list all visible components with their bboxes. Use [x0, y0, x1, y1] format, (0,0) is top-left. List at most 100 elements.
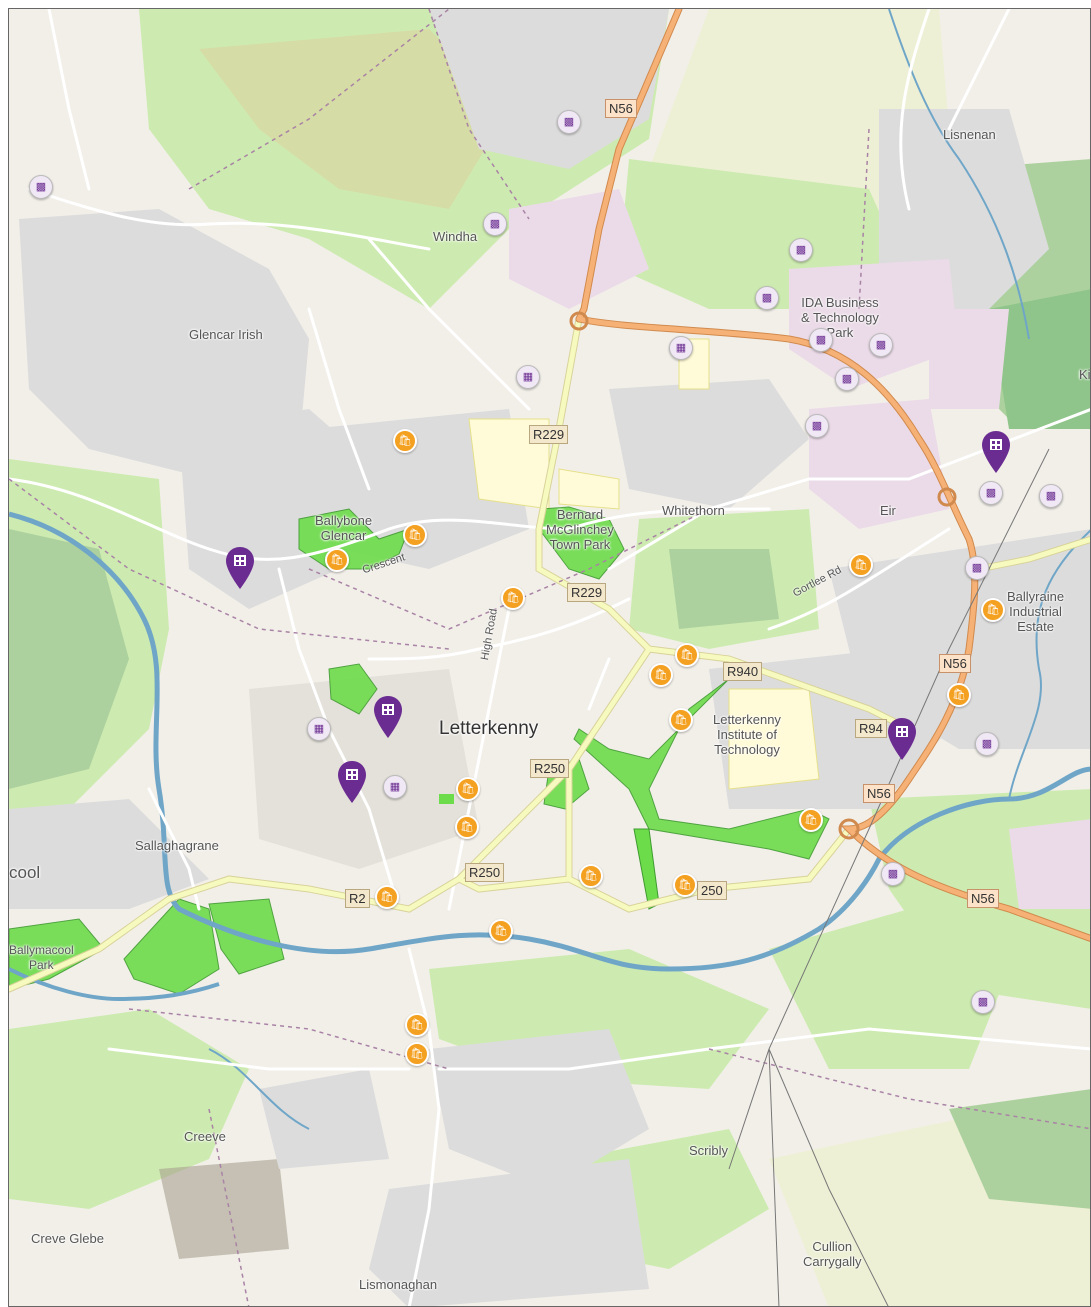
road-shield-r250-centre: R250	[530, 759, 570, 778]
place-label-whitethorn: Whitethorn	[662, 503, 725, 518]
factory-marker[interactable]: ▩	[979, 481, 1003, 505]
place-label-scribly: Scribly	[689, 1143, 729, 1158]
factory-icon: ▩	[981, 737, 993, 750]
factory-marker[interactable]: ▩	[557, 110, 581, 134]
factory-marker[interactable]: ▩	[755, 286, 779, 310]
factory-icon: ▩	[977, 995, 989, 1008]
location-pin-icon[interactable]	[373, 695, 403, 739]
shop-marker[interactable]: 🛍	[375, 885, 399, 909]
factory-icon: ▩	[563, 115, 575, 128]
shop-marker[interactable]: 🛍	[849, 553, 873, 577]
factory-marker[interactable]: ▩	[1039, 484, 1063, 508]
road-shield-r250-south: R250	[465, 863, 505, 882]
place-label-eir: Eir	[880, 503, 896, 518]
factory-icon: ▩	[811, 419, 823, 432]
shopping-bag-icon: 🛍	[952, 688, 966, 701]
ballyraine-line-3: Estate	[1017, 619, 1054, 634]
shop-marker[interactable]: 🛍	[981, 598, 1005, 622]
shop-marker[interactable]: 🛍	[393, 429, 417, 453]
shopping-bag-icon: 🛍	[854, 558, 868, 571]
shop-marker[interactable]: 🛍	[501, 586, 525, 610]
shopping-bag-icon: 🛍	[654, 668, 668, 681]
factory-marker[interactable]: ▩	[805, 414, 829, 438]
road-shield-r250-east: 250	[697, 881, 727, 900]
shopping-bag-icon: 🛍	[494, 924, 508, 937]
place-label-ballyraine-industrial-estate: Ballyraine Industrial Estate	[1007, 589, 1064, 634]
shop-marker[interactable]: 🛍	[403, 523, 427, 547]
lyit-line-3: Technology	[714, 742, 780, 757]
factory-marker[interactable]: ▩	[809, 328, 833, 352]
location-pin-icon[interactable]	[337, 760, 367, 804]
ballymacool-line-2: Park	[29, 958, 54, 972]
shop-marker[interactable]: 🛍	[649, 663, 673, 687]
factory-icon: ▩	[489, 217, 501, 230]
shop-marker[interactable]: 🛍	[325, 548, 349, 572]
place-label-letterkenny: Letterkenny	[439, 718, 539, 739]
road-shield-r940-east: R94	[855, 719, 887, 738]
office-building-icon: ▦	[313, 722, 325, 735]
factory-icon: ▩	[875, 338, 887, 351]
place-label-cullion-carrygally: Cullion Carrygally	[803, 1239, 862, 1269]
factory-icon: ▩	[815, 333, 827, 346]
shop-marker[interactable]: 🛍	[669, 708, 693, 732]
place-label-sallaghagrane: Sallaghagrane	[135, 838, 219, 853]
shopping-bag-icon: 🛍	[460, 820, 474, 833]
place-label-creeve: Creeve	[184, 1129, 226, 1144]
shopping-bag-icon: 🛍	[380, 890, 394, 903]
bernard-line-2: McGlinchey	[546, 522, 614, 537]
shop-marker[interactable]: 🛍	[579, 864, 603, 888]
place-label-glencar-irish: Glencar Irish	[189, 327, 263, 342]
factory-marker[interactable]: ▩	[789, 238, 813, 262]
factory-icon: ▩	[35, 180, 47, 193]
factory-marker[interactable]: ▩	[869, 333, 893, 357]
shop-marker[interactable]: 🛍	[799, 808, 823, 832]
office-building-icon: ▦	[389, 780, 401, 793]
shopping-bag-icon: 🛍	[506, 591, 520, 604]
location-pin-icon[interactable]	[981, 430, 1011, 474]
road-shield-r229-south: R229	[567, 583, 607, 602]
factory-icon: ▩	[795, 243, 807, 256]
factory-marker[interactable]: ▩	[483, 212, 507, 236]
map-canvas[interactable]: Lisnenan Windha Glencar Irish IDA Busine…	[8, 8, 1091, 1307]
office-marker[interactable]: ▦	[307, 717, 331, 741]
shopping-bag-icon: 🛍	[986, 603, 1000, 616]
office-marker[interactable]: ▦	[669, 336, 693, 360]
lyit-line-1: Letterkenny	[713, 712, 781, 727]
shop-marker[interactable]: 🛍	[947, 683, 971, 707]
shop-marker[interactable]: 🛍	[405, 1042, 429, 1066]
shop-marker[interactable]: 🛍	[456, 777, 480, 801]
factory-marker[interactable]: ▩	[975, 732, 999, 756]
ida-line-3: Park	[826, 325, 854, 340]
office-marker[interactable]: ▦	[383, 775, 407, 799]
factory-marker[interactable]: ▩	[965, 556, 989, 580]
shopping-bag-icon: 🛍	[461, 782, 475, 795]
place-label-bernard-mcglinchey-park: Bernard McGlinchey Town Park	[546, 507, 614, 552]
road-shield-n56-south: N56	[863, 784, 895, 803]
shop-marker[interactable]: 🛍	[673, 873, 697, 897]
cullion-line-1: Cullion	[812, 1239, 853, 1254]
office-marker[interactable]: ▦	[516, 365, 540, 389]
ida-line-1: IDA Business	[801, 295, 879, 310]
factory-icon: ▩	[971, 561, 983, 574]
location-pin-icon[interactable]	[887, 717, 917, 761]
shopping-bag-icon: 🛍	[408, 528, 422, 541]
shop-marker[interactable]: 🛍	[455, 815, 479, 839]
shopping-bag-icon: 🛍	[674, 713, 688, 726]
place-label-ki: Ki	[1079, 367, 1091, 382]
shop-marker[interactable]: 🛍	[405, 1013, 429, 1037]
shop-marker[interactable]: 🛍	[489, 919, 513, 943]
factory-marker[interactable]: ▩	[835, 367, 859, 391]
shop-marker[interactable]: 🛍	[675, 643, 699, 667]
shopping-bag-icon: 🛍	[584, 869, 598, 882]
ballymacool-line-1: Ballymacool	[9, 943, 74, 957]
location-pin-icon[interactable]	[225, 546, 255, 590]
bernard-line-1: Bernard	[556, 507, 604, 522]
factory-marker[interactable]: ▩	[971, 990, 995, 1014]
factory-marker[interactable]: ▩	[29, 175, 53, 199]
factory-icon: ▩	[841, 372, 853, 385]
factory-icon: ▩	[761, 291, 773, 304]
place-label-creeve-glebe: Creve Glebe	[31, 1231, 104, 1246]
factory-marker[interactable]: ▩	[881, 862, 905, 886]
place-label-cool: cool	[9, 863, 41, 882]
map-base-layer	[9, 9, 1090, 1306]
